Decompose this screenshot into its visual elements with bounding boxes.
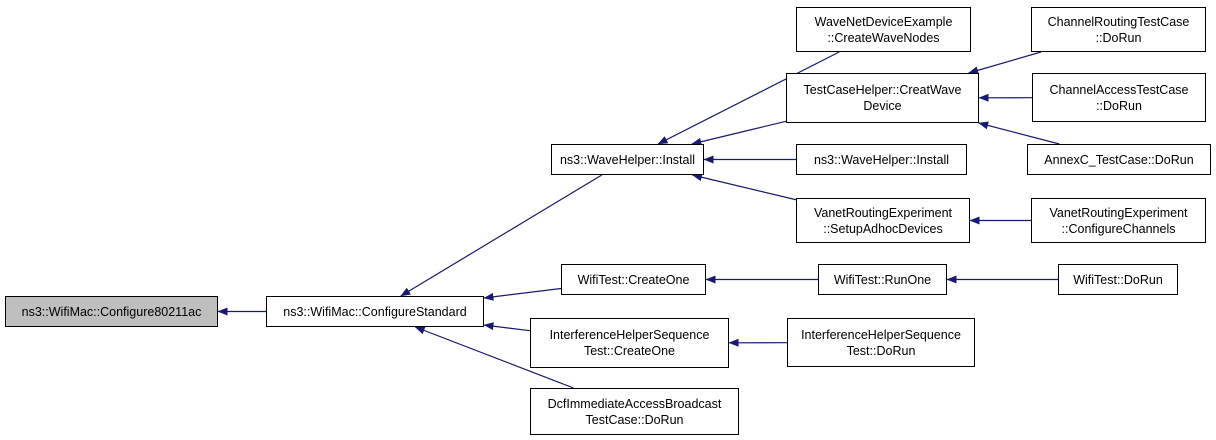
node-whi2[interactable]: ns3::WaveHelper::Install	[796, 144, 967, 175]
edge-tch-to-whi	[691, 120, 787, 146]
node-label-line: DcfImmediateAccessBroadcast	[547, 396, 722, 411]
node-whi[interactable]: ns3::WaveHelper::Install	[551, 144, 704, 175]
node-label-line: ::DoRun	[1096, 98, 1142, 113]
node-label-line: InterferenceHelperSequence	[801, 327, 961, 342]
node-label-line: WifiTest::CreateOne	[577, 272, 690, 287]
node-vre[interactable]: VanetRoutingExperiment::SetupAdhocDevice…	[796, 198, 970, 243]
node-annex[interactable]: AnnexC_TestCase::DoRun	[1027, 144, 1211, 175]
edge-ihco-to-cs	[483, 322, 531, 332]
node-wnde[interactable]: WaveNetDeviceExample::CreateWaveNodes	[796, 7, 971, 52]
node-label-line: WaveNetDeviceExample	[814, 14, 953, 29]
node-label-line: WifiTest::DoRun	[1073, 272, 1163, 287]
edge-annex-to-tch	[978, 121, 1060, 145]
node-label-line: TestCaseHelper::CreatWave	[803, 83, 962, 97]
node-vrecc[interactable]: VanetRoutingExperiment::ConfigureChannel…	[1031, 198, 1206, 243]
node-label-line: AnnexC_TestCase::DoRun	[1044, 152, 1194, 167]
node-wro[interactable]: WifiTest::RunOne	[818, 264, 947, 295]
node-label-line: InterferenceHelperSequence	[549, 328, 710, 342]
node-label-line: WifiTest::RunOne	[833, 272, 932, 287]
node-root: ns3::WifiMac::Configure80211ac	[5, 296, 218, 327]
node-label-line: ChannelAccessTestCase	[1049, 82, 1189, 97]
edge-wnde-to-whi	[657, 51, 840, 145]
node-label-line: ns3::WifiMac::ConfigureStandard	[283, 304, 467, 319]
node-label-line: Test::DoRun	[846, 343, 916, 358]
node-label-line: Test::CreateOne	[583, 344, 675, 358]
edge-crt-to-tch	[968, 51, 1042, 75]
node-wco[interactable]: WifiTest::CreateOne	[561, 264, 706, 295]
edge-wco-to-cs	[483, 287, 562, 301]
node-label-line: ns3::WaveHelper::Install	[813, 152, 949, 167]
node-crt[interactable]: ChannelRoutingTestCase::DoRun	[1031, 7, 1206, 52]
node-label-line: ::DoRun	[1095, 30, 1142, 45]
node-label-line: ::ConfigureChannels	[1061, 221, 1176, 236]
edge-dcf-to-cs	[414, 326, 574, 389]
node-label-line: ChannelRoutingTestCase	[1047, 14, 1190, 29]
node-label-line: Device	[863, 99, 902, 113]
node-label-line: ::SetupAdhocDevices	[823, 221, 943, 236]
node-label-line: ::CreateWaveNodes	[827, 30, 940, 45]
edge-vre-to-whi	[691, 173, 797, 201]
node-label-line: ns3::WaveHelper::Install	[559, 152, 695, 167]
node-label-line: VanetRoutingExperiment	[1049, 205, 1188, 220]
node-label-line: VanetRoutingExperiment	[813, 205, 953, 220]
edge-whi-to-cs	[400, 174, 603, 297]
node-label-line: ns3::WifiMac::Configure80211ac	[21, 304, 202, 319]
node-label-line: TestCase::DoRun	[585, 412, 684, 427]
node-cs[interactable]: ns3::WifiMac::ConfigureStandard	[266, 296, 484, 327]
node-wdr[interactable]: WifiTest::DoRun	[1058, 264, 1178, 295]
node-cat[interactable]: ChannelAccessTestCase::DoRun	[1032, 73, 1206, 122]
